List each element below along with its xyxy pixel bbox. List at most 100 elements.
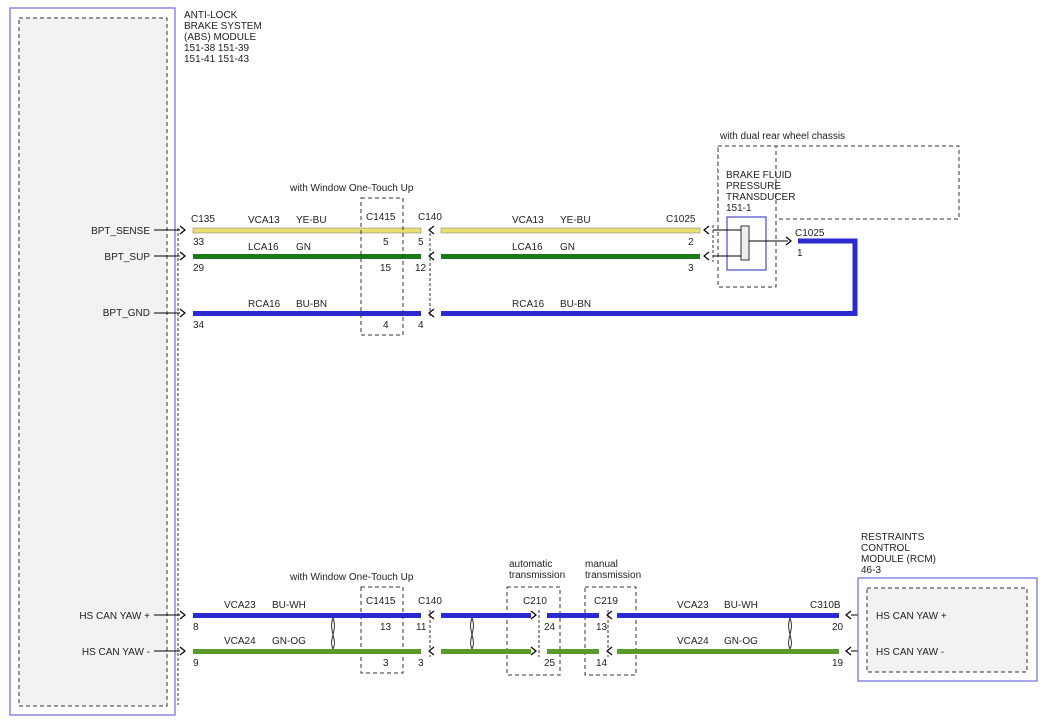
label-c140-top: C140: [418, 212, 442, 223]
transducer-symbol: [740, 225, 750, 261]
arrow-abs-sup: [179, 251, 186, 261]
transducer-title: BRAKE FLUID PRESSURE TRANSDUCER 151-1: [726, 170, 795, 214]
label-c140-bottom: C140: [418, 596, 442, 607]
arrow-abs-gnd: [179, 308, 186, 318]
label-c210: C210: [523, 596, 547, 607]
color-can-hi-right: BU-WH: [724, 600, 758, 611]
pin-c1025-sense: 2: [688, 237, 694, 248]
note-auto-trans: automatic transmission: [509, 559, 565, 581]
label-c135: C135: [191, 214, 215, 225]
arrow-abs-can-lo: [179, 646, 186, 656]
pin-stubs: [154, 229, 180, 652]
color-sense-right: YE-BU: [560, 215, 591, 226]
pin-c219-hi: 13: [596, 622, 608, 633]
pin-c140-sup: 12: [415, 263, 427, 274]
svg-text:transmission: transmission: [585, 570, 641, 581]
svg-text:manual: manual: [585, 559, 618, 570]
pin-abs-sense: 33: [193, 237, 205, 248]
color-sup-left: GN: [296, 242, 311, 253]
arrow-c210-lo: [530, 646, 537, 656]
pin-c140-can-lo: 3: [418, 658, 424, 669]
arrow-rcm-hi: [845, 610, 852, 620]
svg-text:BRAKE SYSTEM: BRAKE SYSTEM: [184, 21, 262, 32]
c219-box: [584, 586, 637, 676]
svg-text:151-41 151-43: 151-41 151-43: [184, 54, 249, 65]
circuit-can-hi-left: VCA23: [224, 600, 256, 611]
arrow-abs-can-hi: [179, 610, 186, 620]
label-c219: C219: [594, 596, 618, 607]
pin-c1415-sense: 5: [383, 237, 389, 248]
circuit-sense-left: VCA13: [248, 215, 280, 226]
label-c1025-right: C1025: [795, 228, 825, 239]
pin-rcm-lo: 19: [832, 658, 844, 669]
note-manual-trans: manual transmission: [585, 559, 641, 581]
wire-bpt-gnd: [193, 238, 858, 316]
pin-c1415-can-hi: 13: [380, 622, 392, 633]
circuit-can-hi-right: VCA23: [677, 600, 709, 611]
pin-c219-lo: 14: [596, 658, 608, 669]
color-can-hi-left: BU-WH: [272, 600, 306, 611]
circuit-gnd-left: RCA16: [248, 299, 281, 310]
arrow-c210-hi: [530, 610, 537, 620]
color-gnd-left: BU-BN: [296, 299, 327, 310]
svg-text:151-38 151-39: 151-38 151-39: [184, 43, 249, 54]
svg-text:PRESSURE: PRESSURE: [726, 181, 781, 192]
pin-c1415-gnd: 4: [383, 320, 389, 331]
c210-box: [506, 586, 561, 676]
svg-text:TRANSDUCER: TRANSDUCER: [726, 192, 795, 203]
pin-rcm-hi: 20: [832, 622, 844, 633]
pin-c1415-can-lo: 3: [383, 658, 389, 669]
circuit-sense-right: VCA13: [512, 215, 544, 226]
circuit-can-lo-right: VCA24: [677, 636, 709, 647]
pin-c210-hi: 24: [544, 622, 556, 633]
arrow-rcm-lo: [845, 646, 852, 656]
pin-abs-can-lo: 9: [193, 658, 199, 669]
pin-abs-sup: 29: [193, 263, 205, 274]
arrow-c1025-sup: [703, 251, 710, 261]
circuit-can-lo-left: VCA24: [224, 636, 256, 647]
label-c1415-top: C1415: [366, 212, 396, 223]
wire-can-lo: [193, 649, 839, 654]
svg-text:151-1: 151-1: [726, 203, 752, 214]
wire-bpt-sup: [193, 254, 700, 259]
rcm-pin-label-lo: HS CAN YAW -: [876, 647, 944, 658]
label-c310b: C310B: [810, 600, 841, 611]
pin-c210-lo: 25: [544, 658, 556, 669]
pin-abs-gnd: 34: [193, 320, 205, 331]
pin-c140-gnd: 4: [418, 320, 424, 331]
pin-label-bpt-sup: BPT_SUP: [104, 252, 150, 263]
svg-text:transmission: transmission: [509, 570, 565, 581]
note-dual-rear: with dual rear wheel chassis: [719, 131, 845, 142]
c1415-bottom-box: [360, 586, 404, 674]
circuit-sup-left: LCA16: [248, 242, 279, 253]
arrow-abs-sense: [179, 225, 186, 235]
color-can-lo-right: GN-OG: [724, 636, 758, 647]
rcm-title: RESTRAINTS CONTROL MODULE (RCM) 46-3: [861, 532, 936, 576]
arrow-c1025-sense: [703, 225, 710, 235]
color-sup-right: GN: [560, 242, 575, 253]
wire-bpt-sense: [192, 227, 701, 234]
label-c1025-left: C1025: [666, 214, 696, 225]
pin-abs-can-hi: 8: [193, 622, 199, 633]
circuit-sup-right: LCA16: [512, 242, 543, 253]
svg-text:(ABS) MODULE: (ABS) MODULE: [184, 32, 257, 43]
color-can-lo-left: GN-OG: [272, 636, 306, 647]
note-window-top: with Window One-Touch Up: [289, 183, 414, 194]
pin-label-can-lo: HS CAN YAW -: [82, 647, 150, 658]
pin-c140-sense: 5: [418, 237, 424, 248]
svg-text:46-3: 46-3: [861, 565, 881, 576]
circuit-gnd-right: RCA16: [512, 299, 545, 310]
wire-can-hi: [193, 613, 839, 618]
pin-c1025-out: 1: [797, 248, 803, 259]
pin-label-bpt-sense: BPT_SENSE: [91, 226, 150, 237]
abs-module: [9, 7, 179, 716]
pin-label-can-hi: HS CAN YAW +: [79, 611, 150, 622]
pin-c1025-sup: 3: [688, 263, 694, 274]
svg-text:ANTI-LOCK: ANTI-LOCK: [184, 10, 238, 21]
twist-markers: [331, 617, 792, 650]
color-gnd-right: BU-BN: [560, 299, 591, 310]
color-sense-left: YE-BU: [296, 215, 327, 226]
svg-text:MODULE (RCM): MODULE (RCM): [861, 554, 936, 565]
svg-text:automatic: automatic: [509, 559, 552, 570]
